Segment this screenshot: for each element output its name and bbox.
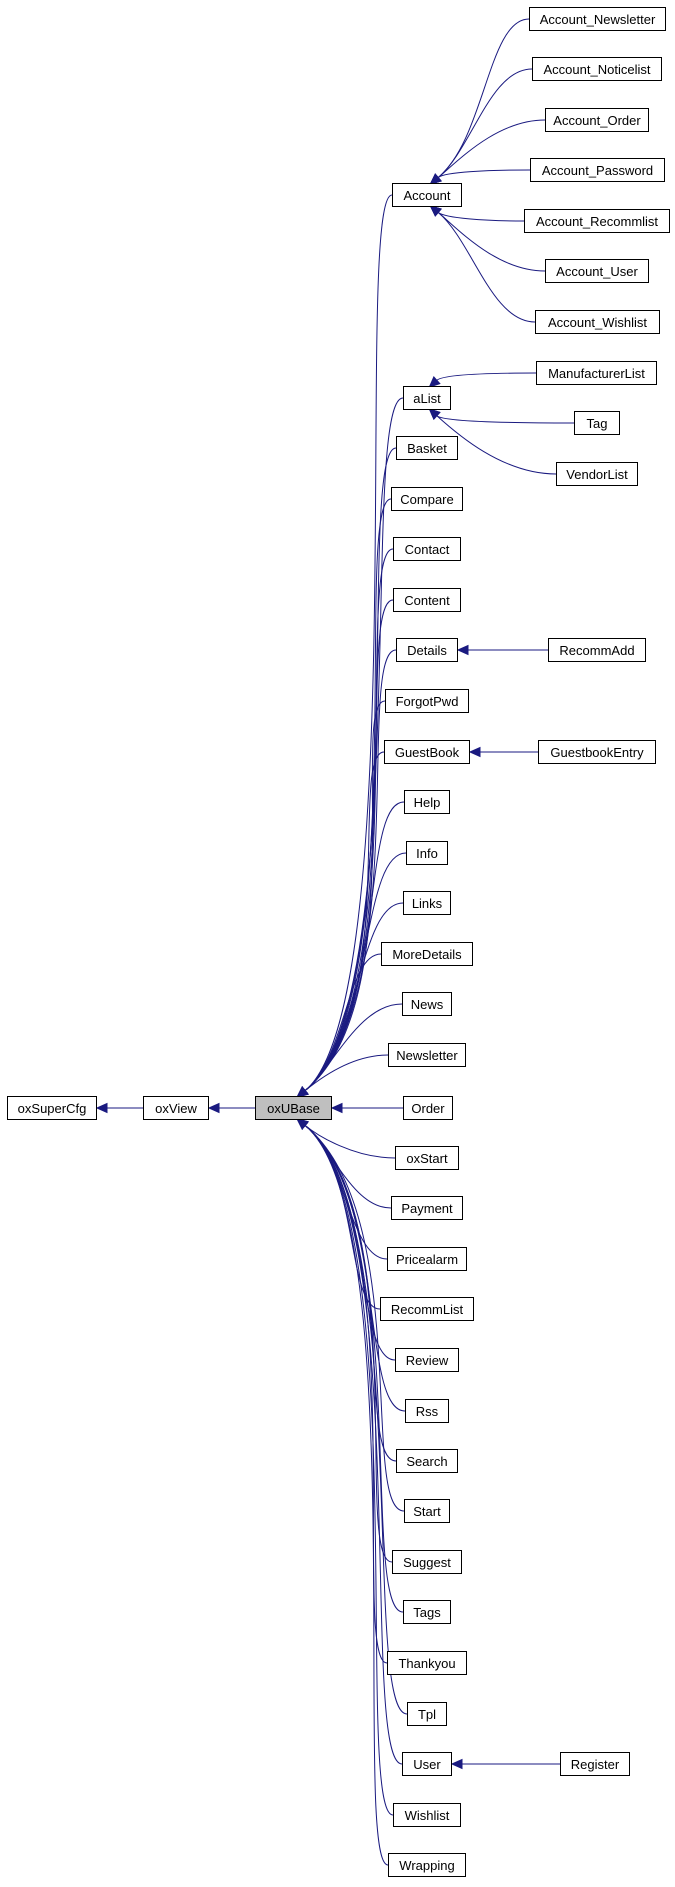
node-tpl[interactable]: Tpl	[407, 1702, 447, 1726]
node-account-order[interactable]: Account_Order	[545, 108, 649, 132]
edge-user-to-ox-ubase	[304, 1124, 403, 1765]
edge-wishlist-to-ox-ubase	[304, 1124, 394, 1816]
node-pricealarm[interactable]: Pricealarm	[387, 1247, 467, 1271]
edge-a-list-to-ox-ubase	[304, 397, 404, 1092]
node-wishlist[interactable]: Wishlist	[393, 1803, 461, 1827]
edge-pricealarm-to-ox-ubase	[304, 1124, 388, 1260]
edge-start-to-ox-ubase	[304, 1124, 405, 1512]
edge-links-to-ox-ubase	[304, 902, 404, 1092]
node-info[interactable]: Info	[406, 841, 448, 865]
node-account-noticelist[interactable]: Account_Noticelist	[532, 57, 662, 81]
edge-ox-view-to-ox-super-cfg-arrowhead	[95, 1102, 108, 1114]
edge-newsletter-to-ox-ubase	[304, 1054, 389, 1092]
node-links[interactable]: Links	[403, 891, 451, 915]
node-rss[interactable]: Rss	[405, 1399, 449, 1423]
node-compare[interactable]: Compare	[391, 487, 463, 511]
node-help[interactable]: Help	[404, 790, 450, 814]
node-forgot-pwd[interactable]: ForgotPwd	[385, 689, 469, 713]
node-account-user[interactable]: Account_User	[545, 259, 649, 283]
node-basket[interactable]: Basket	[396, 436, 458, 460]
node-review[interactable]: Review	[395, 1348, 459, 1372]
edge-manufacturer-list-to-a-list-arrowhead	[428, 376, 441, 388]
node-vendor-list[interactable]: VendorList	[556, 462, 638, 486]
node-account[interactable]: Account	[392, 183, 462, 207]
edge-manufacturer-list-to-a-list	[436, 372, 537, 381]
node-recomm-list[interactable]: RecommList	[380, 1297, 474, 1321]
node-news[interactable]: News	[402, 992, 452, 1016]
edge-wrapping-to-ox-ubase	[304, 1124, 389, 1866]
node-ox-start[interactable]: oxStart	[395, 1146, 459, 1170]
node-manufacturer-list[interactable]: ManufacturerList	[536, 361, 657, 385]
node-wrapping[interactable]: Wrapping	[388, 1853, 466, 1877]
edge-account-recommlist-to-account	[437, 212, 525, 222]
edge-account-wishlist-to-account-arrowhead	[429, 205, 442, 217]
edge-register-to-user-arrowhead	[450, 1758, 463, 1770]
edge-help-to-ox-ubase	[304, 801, 405, 1092]
node-content[interactable]: Content	[393, 588, 461, 612]
node-account-wishlist[interactable]: Account_Wishlist	[535, 310, 660, 334]
node-account-password[interactable]: Account_Password	[530, 158, 665, 182]
edge-ox-ubase-to-ox-view-arrowhead	[207, 1102, 220, 1114]
edge-search-to-ox-ubase	[304, 1124, 397, 1462]
edge-tags-to-ox-ubase	[304, 1124, 404, 1613]
node-ox-ubase: oxUBase	[255, 1096, 332, 1120]
node-guest-book[interactable]: GuestBook	[384, 740, 470, 764]
edge-account-wishlist-to-account	[437, 212, 536, 323]
edge-tpl-to-ox-ubase	[304, 1124, 408, 1715]
node-contact[interactable]: Contact	[393, 537, 461, 561]
node-suggest[interactable]: Suggest	[392, 1550, 462, 1574]
node-ox-view[interactable]: oxView	[143, 1096, 209, 1120]
edge-account-user-to-account	[437, 212, 546, 272]
edge-account-newsletter-to-account	[437, 18, 530, 178]
node-account-newsletter[interactable]: Account_Newsletter	[529, 7, 666, 31]
edge-newsletter-to-ox-ubase-arrowhead	[296, 1086, 309, 1098]
edge-ox-start-to-ox-ubase	[304, 1124, 396, 1159]
node-start[interactable]: Start	[404, 1499, 450, 1523]
edge-recomm-add-to-details-arrowhead	[456, 644, 469, 656]
node-order[interactable]: Order	[403, 1096, 453, 1120]
edge-guestbook-entry-to-guest-book-arrowhead	[468, 746, 481, 758]
node-account-recommlist[interactable]: Account_Recommlist	[524, 209, 670, 233]
node-tag[interactable]: Tag	[574, 411, 620, 435]
node-ox-super-cfg[interactable]: oxSuperCfg	[7, 1096, 97, 1120]
edge-order-to-ox-ubase-arrowhead	[330, 1102, 343, 1114]
node-user[interactable]: User	[402, 1752, 452, 1776]
edge-account-password-to-account-arrowhead	[429, 173, 442, 185]
edge-account-order-to-account	[437, 119, 546, 178]
edge-details-to-ox-ubase	[304, 649, 397, 1092]
edge-suggest-to-ox-ubase	[304, 1124, 393, 1563]
node-thankyou[interactable]: Thankyou	[387, 1651, 467, 1675]
edge-news-to-ox-ubase	[304, 1003, 403, 1092]
node-register[interactable]: Register	[560, 1752, 630, 1776]
edge-tag-to-a-list	[436, 415, 575, 424]
edge-account-noticelist-to-account	[437, 68, 533, 178]
node-a-list[interactable]: aList	[403, 386, 451, 410]
node-recomm-add[interactable]: RecommAdd	[548, 638, 646, 662]
edge-more-details-to-ox-ubase	[304, 953, 382, 1092]
edge-account-password-to-account	[437, 169, 531, 179]
node-search[interactable]: Search	[396, 1449, 458, 1473]
node-guestbook-entry[interactable]: GuestbookEntry	[538, 740, 656, 764]
node-more-details[interactable]: MoreDetails	[381, 942, 473, 966]
edge-account-to-ox-ubase	[304, 194, 393, 1092]
edge-review-to-ox-ubase	[304, 1124, 396, 1361]
node-payment[interactable]: Payment	[391, 1196, 463, 1220]
edge-vendor-list-to-a-list-arrowhead	[428, 408, 441, 420]
node-details[interactable]: Details	[396, 638, 458, 662]
node-newsletter[interactable]: Newsletter	[388, 1043, 466, 1067]
node-tags[interactable]: Tags	[403, 1600, 451, 1624]
edge-compare-to-ox-ubase	[304, 498, 392, 1092]
edge-recomm-list-to-ox-ubase	[304, 1124, 381, 1310]
edge-forgot-pwd-to-ox-ubase	[304, 700, 386, 1092]
edge-wrapping-to-ox-ubase-arrowhead	[296, 1118, 309, 1130]
edge-vendor-list-to-a-list	[436, 415, 557, 475]
